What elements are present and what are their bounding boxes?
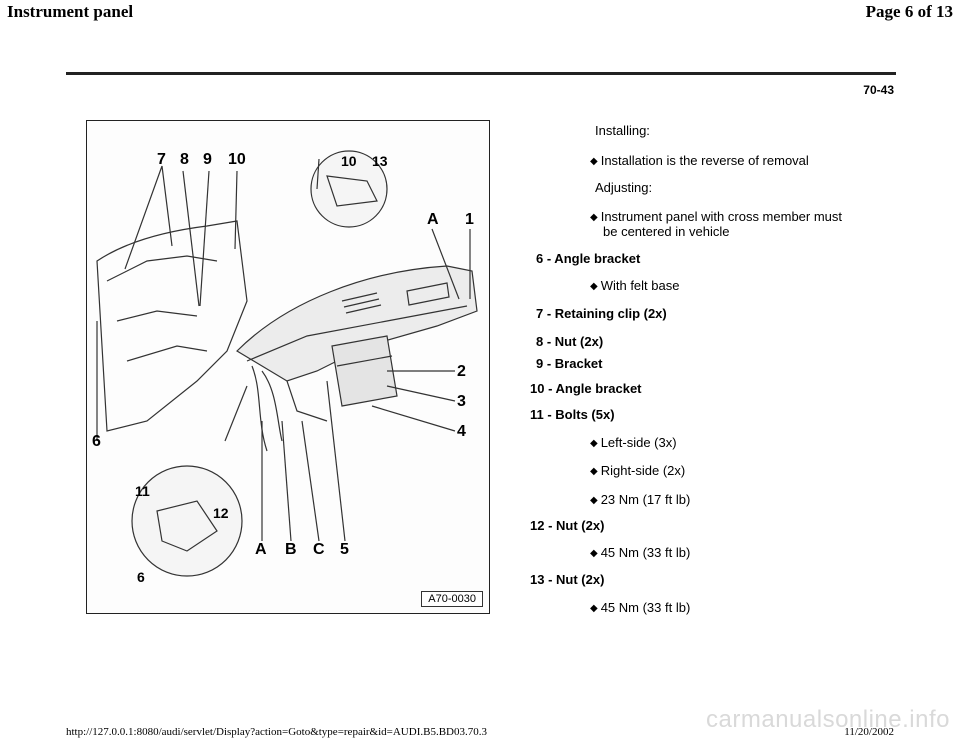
- callout-10-inset: 10: [341, 153, 357, 169]
- callout-C: C: [313, 541, 325, 558]
- item-10-title: 10 - Angle bracket: [530, 381, 642, 396]
- item-12-torque: ◆45 Nm (33 ft lb): [590, 545, 691, 560]
- bullet-diamond-icon: ◆: [590, 495, 598, 506]
- callout-9: 9: [203, 151, 212, 168]
- footer-date: 11/20/2002: [844, 726, 894, 738]
- item-13-title: 13 - Nut (2x): [530, 572, 605, 587]
- item-11-title: 11 - Bolts (5x): [530, 407, 615, 422]
- callout-11: 11: [135, 483, 150, 499]
- callout-12: 12: [213, 505, 229, 521]
- bullet-diamond-icon: ◆: [590, 548, 598, 559]
- callout-4: 4: [457, 423, 466, 440]
- callout-1: 1: [465, 211, 474, 228]
- bullet-diamond-icon: ◆: [590, 603, 598, 614]
- watermark: carmanualsonline.info: [706, 706, 950, 733]
- diagram-drawing: [96, 150, 478, 577]
- installing-item: ◆Installation is the reverse of removal: [590, 153, 809, 168]
- callout-13: 13: [372, 153, 388, 169]
- section-page-number: 70-43: [863, 83, 894, 97]
- adjusting-item-continued: be centered in vehicle: [603, 224, 730, 239]
- instrument-panel-diagram: 7 8 9 10 10 13 A 1 2 3 4 6 11 12 6 A B C…: [86, 120, 490, 614]
- item-7-title: 7 - Retaining clip (2x): [536, 306, 667, 321]
- callout-10: 10: [228, 151, 246, 168]
- callout-6: 6: [92, 433, 101, 450]
- callout-A: A: [255, 541, 267, 558]
- callout-7: 7: [157, 151, 166, 168]
- item-9-title: 9 - Bracket: [536, 356, 603, 371]
- item-6-title: 6 - Angle bracket: [536, 251, 641, 266]
- item-11-note-left: ◆Left-side (3x): [590, 435, 677, 450]
- callout-B: B: [285, 541, 297, 558]
- adjusting-item: ◆Instrument panel with cross member must: [590, 209, 843, 224]
- item-13-torque: ◆45 Nm (33 ft lb): [590, 600, 691, 615]
- item-11-note-right: ◆Right-side (2x): [590, 463, 686, 478]
- callout-2: 2: [457, 363, 466, 380]
- item-8-title: 8 - Nut (2x): [536, 334, 604, 349]
- bullet-diamond-icon: ◆: [590, 438, 598, 449]
- callout-5: 5: [340, 541, 349, 558]
- footer-url[interactable]: http://127.0.0.1:8080/audi/servlet/Displ…: [66, 726, 487, 738]
- item-11-torque: ◆23 Nm (17 ft lb): [590, 492, 691, 507]
- bullet-diamond-icon: ◆: [590, 466, 598, 477]
- installing-label: Installing:: [595, 123, 650, 138]
- bullet-diamond-icon: ◆: [590, 281, 598, 292]
- callout-6-inset: 6: [137, 569, 145, 585]
- item-6-note: ◆With felt base: [590, 278, 680, 293]
- page-indicator: Page 6 of 13: [865, 2, 953, 21]
- callout-8: 8: [180, 151, 189, 168]
- item-12-title: 12 - Nut (2x): [530, 518, 605, 533]
- adjusting-label: Adjusting:: [595, 180, 653, 195]
- callout-A-top: A: [427, 211, 439, 228]
- bullet-diamond-icon: ◆: [590, 212, 598, 223]
- figure-id: A70-0030: [421, 591, 483, 607]
- callout-3: 3: [457, 393, 466, 410]
- document-title: Instrument panel: [7, 2, 134, 21]
- header-rule: [66, 72, 896, 75]
- bullet-diamond-icon: ◆: [590, 156, 598, 167]
